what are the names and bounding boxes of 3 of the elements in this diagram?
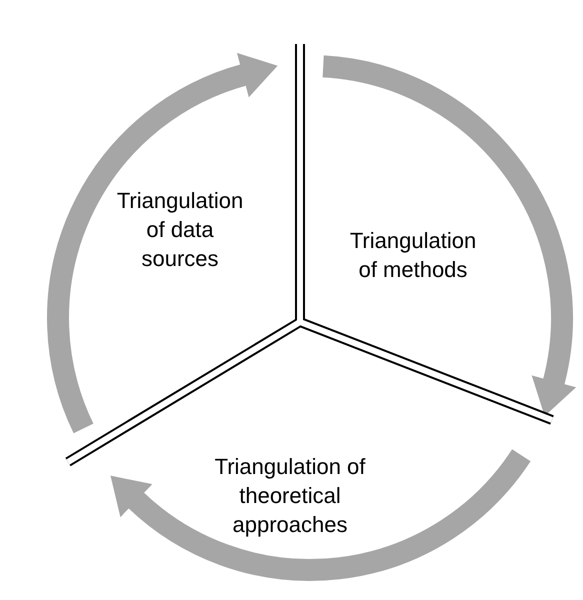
sector-label: Triangulation of methods — [348, 227, 478, 284]
sector-label: Triangulation of theoretical approaches — [214, 453, 366, 539]
sector-label: Triangulation of data sources — [116, 187, 244, 273]
